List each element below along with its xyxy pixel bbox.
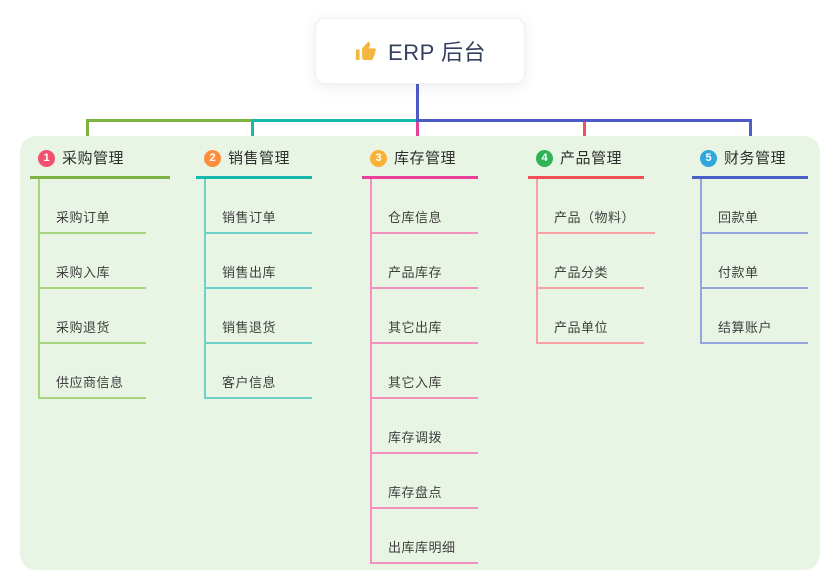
branch-purchase-management: 1 采购管理 采购订单 采购入库 采购退货 供应商信息 bbox=[30, 147, 170, 399]
branch-header-purchase[interactable]: 1 采购管理 bbox=[30, 147, 170, 179]
branch-number-badge: 3 bbox=[370, 150, 387, 167]
connector-branch-3-drop bbox=[416, 122, 419, 146]
node-item[interactable]: 其它入库 bbox=[372, 344, 478, 399]
branch-inventory-management: 3 库存管理 仓库信息 产品库存 其它出库 其它入库 库存调拨 库存盘点 出库库… bbox=[362, 147, 478, 564]
branch-product-management: 4 产品管理 产品（物料） 产品分类 产品单位 bbox=[528, 147, 656, 344]
branch-sales-management: 2 销售管理 销售订单 销售出库 销售退货 客户信息 bbox=[196, 147, 312, 399]
node-item[interactable]: 结算账户 bbox=[702, 289, 808, 344]
branch-label: 采购管理 bbox=[62, 150, 125, 167]
connector-branch-1-horizontal bbox=[86, 119, 254, 122]
node-item[interactable]: 产品单位 bbox=[538, 289, 644, 344]
connector-branch-2-drop bbox=[251, 119, 254, 146]
branch-header-finance[interactable]: 5 财务管理 bbox=[692, 147, 808, 179]
connector-branch-2-horizontal bbox=[251, 119, 418, 122]
root-node[interactable]: ERP 后台 bbox=[315, 18, 525, 84]
node-item[interactable]: 产品分类 bbox=[538, 234, 644, 289]
node-item[interactable]: 出库库明细 bbox=[372, 509, 478, 564]
branch-label: 产品管理 bbox=[560, 150, 623, 167]
connector-branch-4-drop bbox=[583, 122, 586, 146]
node-item[interactable]: 产品库存 bbox=[372, 234, 478, 289]
node-item[interactable]: 付款单 bbox=[702, 234, 808, 289]
branch-number-badge: 1 bbox=[38, 150, 55, 167]
branch-number-badge: 5 bbox=[700, 150, 717, 167]
node-item[interactable]: 产品（物料） bbox=[538, 179, 656, 234]
connector-branch-5-horizontal bbox=[416, 119, 752, 122]
branch-items: 仓库信息 产品库存 其它出库 其它入库 库存调拨 库存盘点 出库库明细 bbox=[370, 179, 478, 564]
node-item[interactable]: 销售出库 bbox=[206, 234, 312, 289]
branch-label: 财务管理 bbox=[724, 150, 787, 167]
node-item[interactable]: 采购入库 bbox=[40, 234, 146, 289]
branch-items: 回款单 付款单 结算账户 bbox=[700, 179, 808, 344]
node-item[interactable]: 其它出库 bbox=[372, 289, 478, 344]
connector-root-trunk bbox=[416, 82, 419, 122]
node-item[interactable]: 供应商信息 bbox=[40, 344, 146, 399]
branch-header-inventory[interactable]: 3 库存管理 bbox=[362, 147, 478, 179]
branch-header-sales[interactable]: 2 销售管理 bbox=[196, 147, 312, 179]
branch-number-badge: 2 bbox=[204, 150, 221, 167]
branch-label: 销售管理 bbox=[228, 150, 291, 167]
branch-finance-management: 5 财务管理 回款单 付款单 结算账户 bbox=[692, 147, 808, 344]
branch-number-badge: 4 bbox=[536, 150, 553, 167]
connector-branch-1-drop bbox=[86, 119, 89, 146]
root-title: ERP 后台 bbox=[388, 40, 486, 65]
node-item[interactable]: 销售订单 bbox=[206, 179, 312, 234]
branch-items: 采购订单 采购入库 采购退货 供应商信息 bbox=[38, 179, 146, 399]
node-item[interactable]: 销售退货 bbox=[206, 289, 312, 344]
branch-label: 库存管理 bbox=[394, 150, 457, 167]
thumbs-up-icon bbox=[354, 39, 378, 63]
node-item[interactable]: 仓库信息 bbox=[372, 179, 478, 234]
branches-panel bbox=[20, 136, 820, 570]
node-item[interactable]: 回款单 bbox=[702, 179, 808, 234]
node-item[interactable]: 库存盘点 bbox=[372, 454, 478, 509]
branch-items: 销售订单 销售出库 销售退货 客户信息 bbox=[204, 179, 312, 399]
connector-branch-5-drop bbox=[749, 119, 752, 146]
node-item[interactable]: 库存调拨 bbox=[372, 399, 478, 454]
node-item[interactable]: 采购订单 bbox=[40, 179, 146, 234]
branch-header-product[interactable]: 4 产品管理 bbox=[528, 147, 644, 179]
node-item[interactable]: 采购退货 bbox=[40, 289, 146, 344]
node-item[interactable]: 客户信息 bbox=[206, 344, 312, 399]
branch-items: 产品（物料） 产品分类 产品单位 bbox=[536, 179, 656, 344]
